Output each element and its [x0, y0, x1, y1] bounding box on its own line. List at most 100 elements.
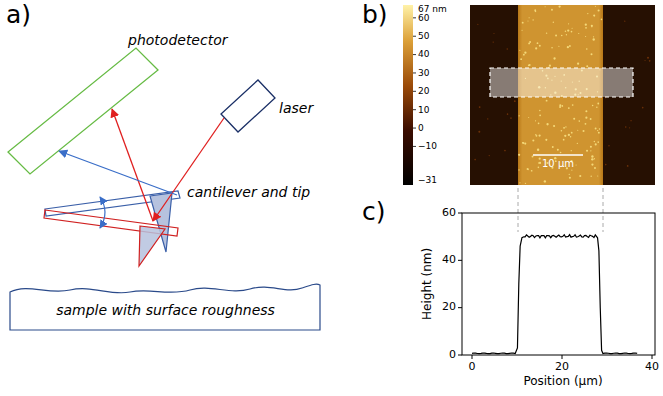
x-tick-mark: [562, 355, 563, 359]
panel-label: b): [362, 1, 388, 30]
surface-particle: [539, 162, 541, 164]
surface-particle: [528, 42, 530, 44]
surface-particle: [549, 65, 551, 67]
surface-particle: [563, 139, 565, 141]
surface-particle: [577, 63, 579, 65]
surface-particle: [534, 9, 536, 11]
surface-particle: [558, 46, 559, 47]
surface-particle: [524, 142, 526, 144]
surface-particle: [624, 20, 625, 21]
surface-particle: [518, 169, 519, 170]
surface-particle: [519, 182, 520, 183]
colorbar-tick: 20: [418, 86, 429, 96]
scale-bar-label: 10 µm: [542, 158, 574, 170]
surface-particle: [522, 30, 523, 31]
surface-particle: [545, 139, 547, 141]
surface-particle: [593, 38, 595, 40]
surface-particle: [572, 28, 573, 29]
surface-particle: [489, 155, 490, 156]
surface-particle: [551, 47, 553, 49]
surface-particle: [528, 117, 529, 118]
surface-particle: [598, 132, 600, 134]
y-tick-mark: [458, 307, 462, 308]
surface-particle: [522, 142, 524, 144]
surface-particle: [546, 32, 547, 33]
axis-tick: 60: [442, 207, 456, 220]
surface-particle: [477, 24, 478, 25]
surface-particle: [625, 126, 627, 128]
surface-particle: [593, 36, 594, 37]
plot-frame: [462, 213, 655, 355]
surface-particle: [593, 14, 595, 16]
surface-particle: [555, 35, 557, 37]
surface-particle: [573, 118, 575, 120]
guide-line: [518, 188, 519, 232]
colorbar-tick-mark: [413, 72, 416, 73]
surface-particle: [591, 158, 593, 160]
x-tick-mark: [652, 355, 653, 359]
surface-particle: [565, 30, 566, 31]
colorbar-tick-mark: [413, 91, 416, 92]
surface-particle: [595, 6, 596, 7]
surface-particle: [579, 175, 581, 177]
surface-particle: [559, 106, 561, 108]
surface-particle: [510, 117, 512, 119]
surface-particle: [535, 47, 537, 49]
axis-title: Height (nm): [421, 248, 435, 320]
surface-particle: [507, 113, 509, 115]
surface-particle: [520, 58, 522, 60]
surface-particle: [479, 106, 481, 108]
surface-particle: [594, 158, 595, 159]
surface-particle: [630, 120, 631, 121]
surface-particle: [649, 60, 651, 62]
surface-particle: [561, 105, 563, 107]
surface-particle: [537, 42, 539, 44]
component-label: photodetector: [128, 32, 228, 48]
scale-bar: [533, 154, 583, 156]
surface-particle: [538, 167, 540, 169]
surface-particle: [528, 64, 530, 66]
surface-particle: [578, 33, 579, 34]
surface-particle: [585, 117, 587, 119]
surface-particle: [474, 159, 476, 161]
colorbar-tick-mark: [413, 54, 416, 55]
surface-particle: [571, 170, 572, 171]
panel-label: c): [362, 198, 386, 227]
colorbar-tick: 10: [418, 105, 429, 115]
colorbar-tick: −10: [418, 141, 437, 151]
colorbar-tick: 30: [418, 68, 429, 78]
surface-particle: [518, 154, 520, 156]
surface-particle: [559, 104, 561, 106]
surface-particle: [595, 143, 597, 145]
surface-particle: [536, 135, 538, 137]
surface-particle: [539, 45, 541, 47]
axis-tick: 20: [555, 361, 569, 374]
surface-particle: [504, 150, 506, 152]
surface-particle: [522, 142, 523, 143]
surface-particle: [531, 170, 533, 172]
colorbar-tick: 0: [418, 123, 424, 133]
surface-particle: [591, 155, 593, 157]
surface-particle: [579, 120, 581, 122]
surface-particle: [539, 114, 541, 116]
surface-particle: [594, 167, 596, 169]
axis-tick: 40: [442, 254, 456, 267]
surface-particle: [567, 46, 569, 48]
component-label: laser: [279, 100, 313, 116]
surface-particle: [597, 175, 598, 176]
surface-particle: [487, 118, 488, 119]
surface-particle: [565, 126, 566, 127]
colorbar-tick-mark: [413, 36, 416, 37]
laser-outline: [221, 80, 275, 132]
surface-particle: [569, 45, 571, 47]
surface-particle: [586, 150, 588, 152]
surface-particle: [553, 22, 554, 23]
colorbar-tick-mark: [413, 128, 416, 129]
surface-particle: [585, 110, 587, 112]
surface-particle: [647, 57, 649, 59]
surface-particle: [591, 163, 593, 165]
guide-line: [603, 188, 604, 232]
surface-particle: [597, 103, 599, 105]
afm-background: [470, 5, 655, 185]
